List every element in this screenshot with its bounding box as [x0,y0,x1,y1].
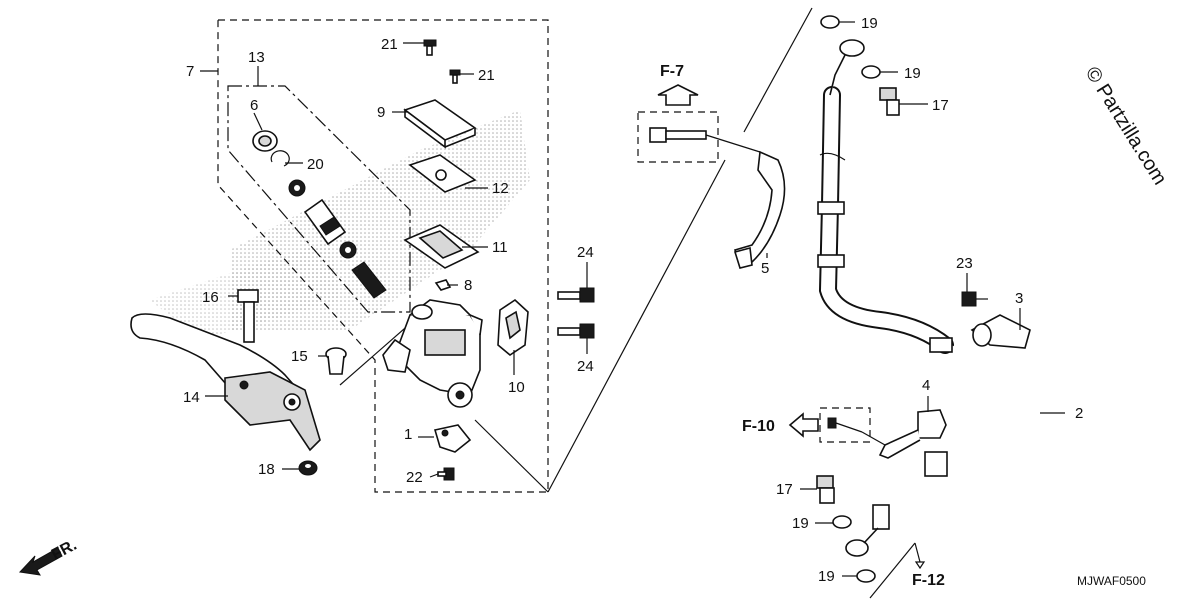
diaphragm[interactable] [403,224,480,269]
label-part-6: 6 [250,97,258,114]
label-part-14: 14 [183,389,200,406]
joint-bolt-23[interactable] [961,291,988,307]
master-cylinder-body[interactable] [382,299,483,408]
hose-banjo-lower[interactable] [845,527,879,557]
label-part-19-a: 19 [861,15,878,32]
brake-lever[interactable] [130,313,321,452]
piston-boot[interactable] [252,130,278,152]
label-part-19-d: 19 [818,568,835,585]
ref-f7[interactable]: F-7 [660,63,684,80]
arrow-up-icon [657,84,699,106]
reservoir-cover[interactable] [403,99,477,149]
cover-screw-21b[interactable] [449,69,461,84]
pivot-nut[interactable] [298,460,318,476]
sealing-washer-19b[interactable] [861,65,881,79]
dust-cap[interactable] [325,347,347,375]
label-part-1: 1 [404,426,412,443]
diagram-code: MJWAF0500 [1077,574,1146,588]
label-part-20: 20 [307,156,324,173]
label-part-19-c: 19 [792,515,809,532]
hose-clamp-5[interactable] [733,150,786,269]
sealing-washer-19d[interactable] [856,569,876,583]
banjo-bolt-17a[interactable] [879,87,900,116]
sealing-washer-19a[interactable] [820,15,840,29]
holder-bolt-24b[interactable] [557,323,595,339]
diaphragm-plate[interactable] [408,154,477,193]
leader-lines [205,21,1065,577]
label-part-19-b: 19 [904,65,921,82]
piston-seal[interactable] [288,179,306,197]
label-part-11: 11 [492,239,508,256]
reservoir-float[interactable] [434,279,452,291]
label-part-24-a: 24 [577,244,594,261]
circlip[interactable] [270,150,290,167]
holder-bolt-24a[interactable] [557,287,595,303]
label-part-10: 10 [508,379,525,396]
banjo-bolt-17b[interactable] [816,475,835,504]
ref-f12[interactable]: F-12 [912,572,945,589]
ref-frame-lines [474,7,916,599]
watermark: © Partzilla.com [1081,63,1171,189]
label-part-13: 13 [248,49,265,66]
label-part-21-a: 21 [381,36,398,53]
label-part-16: 16 [202,289,219,306]
hose-joint-3[interactable] [970,314,1031,349]
brake-pipe[interactable] [872,337,1037,530]
label-part-18: 18 [258,461,275,478]
piston-spring[interactable] [351,261,387,299]
switch-screw[interactable] [437,467,455,481]
front-direction-arrow-icon [18,547,63,576]
cover-screw-21a[interactable] [423,39,437,56]
label-part-7: 7 [186,63,194,80]
master-piston[interactable] [303,198,347,246]
label-part-23: 23 [956,255,973,272]
f7-bolt-box [637,111,761,163]
lever-pivot-bolt[interactable] [237,289,259,343]
arrow-left-icon [788,412,819,438]
label-part-22: 22 [406,469,423,486]
label-part-24-b: 24 [577,358,594,375]
label-part-12: 12 [492,180,509,197]
label-part-2: 2 [1075,405,1083,422]
label-part-15: 15 [291,348,308,365]
hose-banjo-upper[interactable] [829,39,865,96]
brake-light-switch[interactable] [433,424,472,453]
label-part-9: 9 [377,104,385,121]
label-part-3: 3 [1015,290,1023,307]
f10-bolt-box [819,407,886,446]
upper-brake-hose[interactable] [817,86,954,354]
label-part-17-lower: 17 [776,481,793,498]
label-part-17-upper: 17 [932,97,949,114]
sealing-washer-19c[interactable] [832,515,852,529]
label-part-5: 5 [761,260,769,277]
master-cylinder-holder[interactable] [497,298,529,356]
label-part-4: 4 [922,377,930,394]
arrow-down-icon [914,542,926,570]
label-part-8: 8 [464,277,472,294]
label-part-21-b: 21 [478,67,495,84]
secondary-cup[interactable] [339,241,357,259]
pipe-clamp-4[interactable] [878,409,947,459]
ref-f10[interactable]: F-10 [742,418,775,435]
